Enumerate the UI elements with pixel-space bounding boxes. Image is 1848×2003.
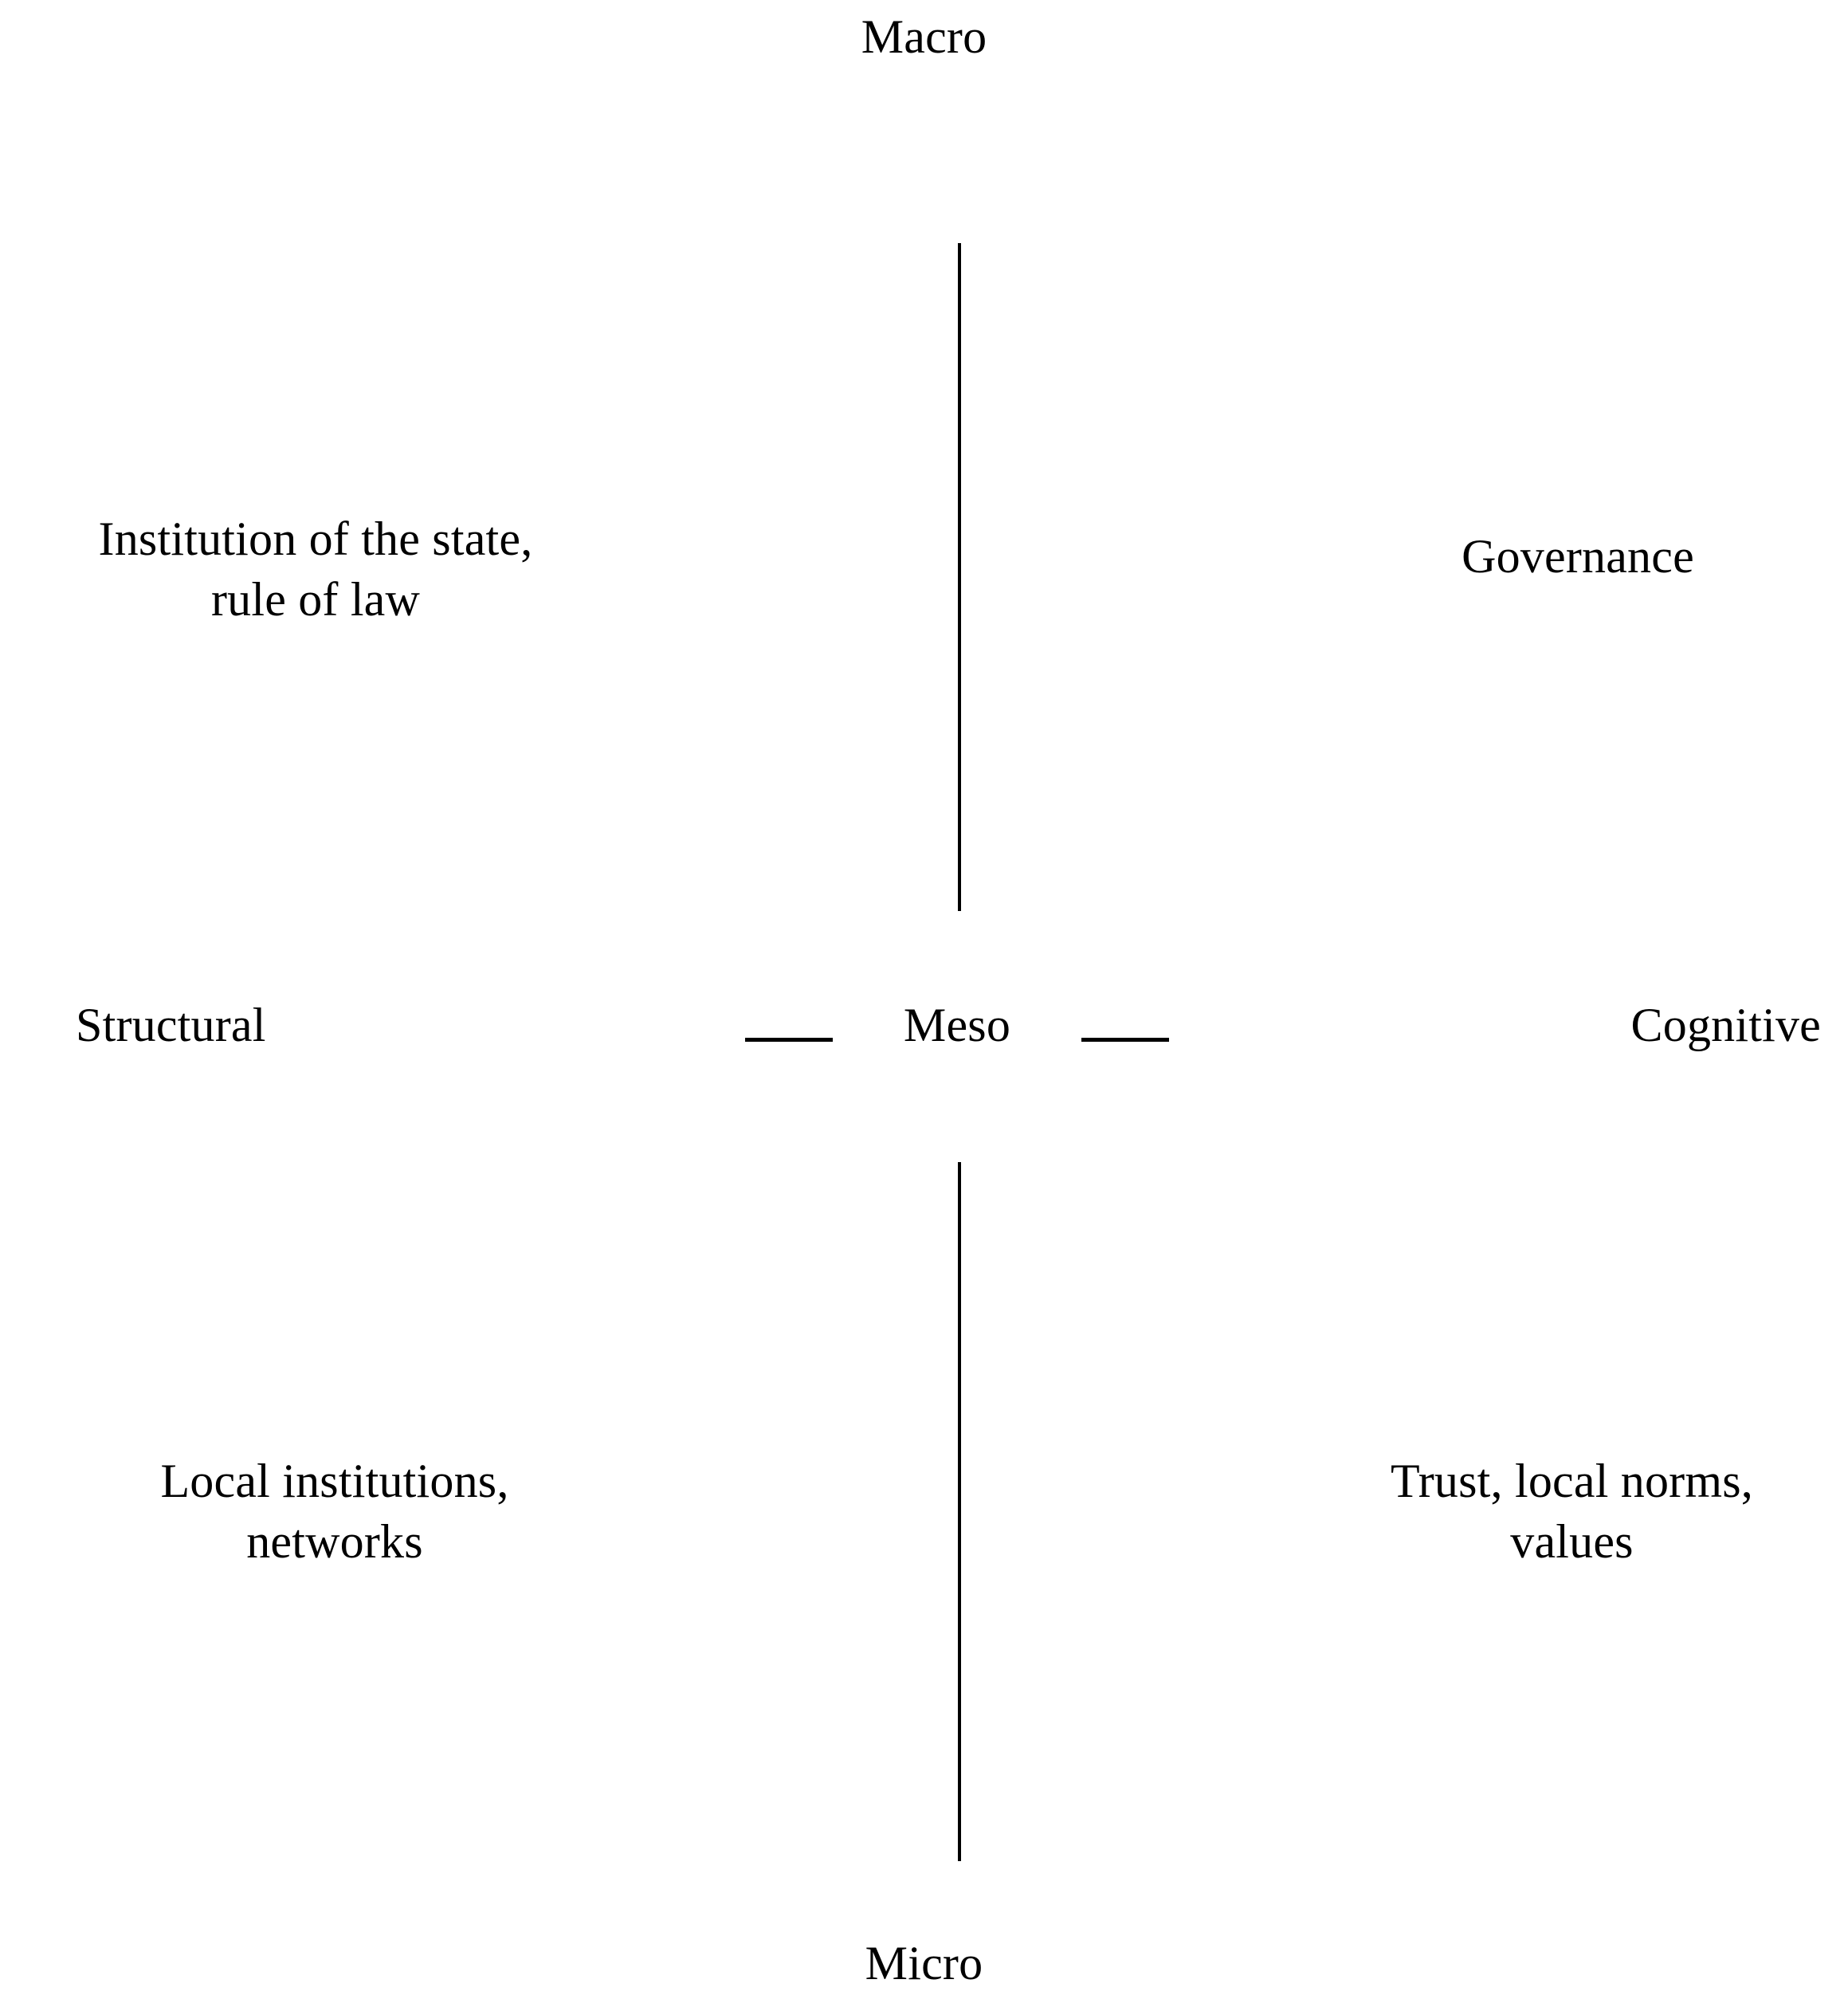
quadrant-label-macro-cognitive: Governance: [1462, 530, 1694, 583]
micro-pole-label: Micro: [865, 1937, 983, 1989]
vertical-axis-lower-segment: [958, 1162, 961, 1861]
quadrant-label-micro-cognitive: Trust, local norms, values: [1391, 1455, 1753, 1568]
quadrant-label-micro-structural: Local institutions, networks: [160, 1455, 509, 1568]
structural-dimension-label: Structural: [76, 999, 266, 1051]
macro-pole-label: Macro: [861, 10, 987, 63]
meso-right-tick: [1081, 1038, 1169, 1042]
cognitive-dimension-label: Cognitive: [1630, 999, 1821, 1051]
meso-level-label: Meso: [903, 999, 1011, 1051]
vertical-axis-upper-segment: [958, 243, 961, 911]
quadrant-label-macro-structural: Institution of the state, rule of law: [98, 513, 533, 626]
meso-left-tick: [745, 1038, 833, 1042]
